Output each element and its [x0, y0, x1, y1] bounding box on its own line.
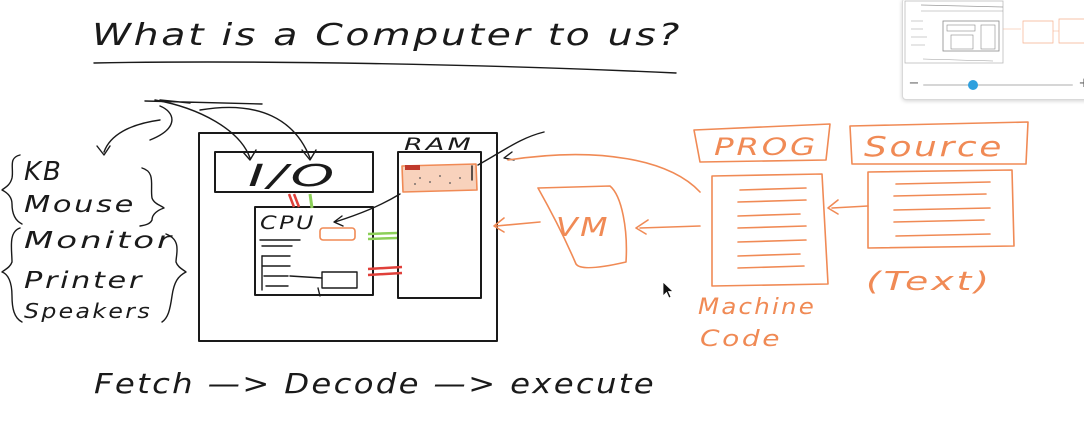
zoom-control: − +	[903, 73, 1084, 97]
text-label: (Text)	[866, 267, 992, 297]
ram-label: RAM	[404, 135, 474, 155]
ram-box	[397, 151, 482, 299]
computer-box	[198, 132, 498, 342]
fetch-decode-execute: Fetch —> Decode —> execute	[94, 367, 656, 400]
zoom-slider-track[interactable]	[923, 84, 1073, 86]
io-box	[214, 151, 374, 193]
title-text: What is a Computer to us?	[92, 18, 682, 53]
cpu-box	[254, 206, 374, 296]
cpu-label: CPU	[260, 212, 316, 234]
output-device-monitor: Monitor	[24, 228, 174, 254]
source-box	[849, 121, 1029, 165]
input-brace-right	[139, 167, 165, 227]
minimap-preview[interactable]	[903, 0, 1084, 71]
orange-arrows	[493, 153, 869, 235]
zoom-slider-handle[interactable]	[967, 80, 978, 90]
output-brace-left	[1, 227, 23, 323]
ram-pointer-line	[477, 131, 545, 166]
machine-code-line1: Machine	[698, 295, 816, 320]
ram-to-cpu-arrow	[333, 193, 401, 227]
output-brace-right	[161, 233, 187, 323]
output-device-printer: Printer	[24, 268, 144, 294]
cpu-ram-connectors	[367, 231, 403, 277]
vm-label: VM	[556, 213, 610, 243]
input-brace-left	[1, 154, 23, 225]
source-text-document	[867, 169, 1015, 249]
input-device-mouse: Mouse	[24, 192, 136, 218]
mouse-pointer-icon	[662, 281, 675, 299]
zoom-out-button[interactable]: −	[908, 76, 920, 91]
output-device-speakers: Speakers	[24, 299, 152, 323]
prog-label: PROG	[714, 133, 818, 161]
zoom-in-button[interactable]: +	[1075, 75, 1084, 93]
source-label: Source	[864, 130, 1004, 163]
title-underline	[93, 61, 677, 74]
machine-code-line2: Code	[700, 327, 782, 352]
input-arrows	[96, 99, 317, 161]
vm-box	[537, 185, 628, 269]
minimap-panel[interactable]: − +	[902, 0, 1084, 100]
io-label: I/O	[248, 159, 338, 194]
machine-code-document	[711, 173, 829, 287]
input-device-kb: KB	[24, 157, 63, 187]
prog-box	[693, 123, 831, 163]
cpu-internals	[259, 227, 358, 297]
io-cpu-connector	[287, 193, 314, 209]
ram-program-region	[401, 163, 478, 193]
